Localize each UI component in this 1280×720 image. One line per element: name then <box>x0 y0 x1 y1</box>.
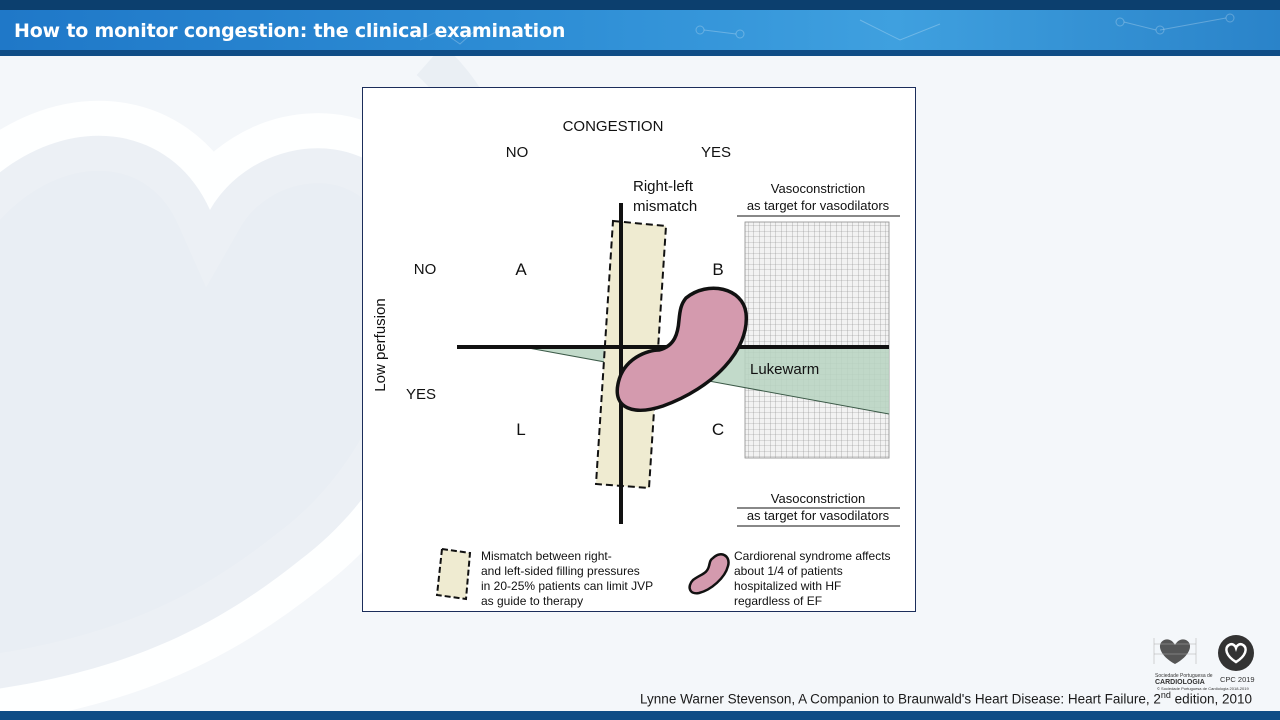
cardiorenal-kidney-shape <box>615 286 748 412</box>
spc-caption-line-2: CARDIOLOGIA <box>1155 679 1205 686</box>
spc-logo <box>1153 638 1197 664</box>
congestion-yes-label: YES <box>701 144 731 161</box>
clinical-profiles-diagram: CONGESTION NO YES Right-left mismatch Va… <box>372 118 900 608</box>
title-bar-top-strip <box>0 0 1280 10</box>
legend-cardiorenal-line-3: hospitalized with HF <box>734 579 841 593</box>
slide-title: How to monitor congestion: the clinical … <box>14 20 566 42</box>
cpc-caption: CPC 2019 <box>1220 675 1255 684</box>
legend-mismatch-line-1: Mismatch between right- <box>481 549 612 563</box>
title-bar-decoration <box>419 13 1235 45</box>
mismatch-title-line-2: mismatch <box>633 198 697 215</box>
citation-superscript: nd <box>1160 690 1171 700</box>
legend-mismatch-line-4: as guide to therapy <box>481 594 583 608</box>
quadrant-l-label: L <box>516 420 525 439</box>
spc-caption-line-1: Sociedade Portuguesa de <box>1155 673 1213 679</box>
congestion-label: CONGESTION <box>563 118 664 135</box>
bottom-bar <box>0 711 1280 720</box>
copyright-caption: © Sociedade Portuguesa de Cardiologia 20… <box>1157 686 1249 691</box>
perfusion-yes-label: YES <box>406 386 436 403</box>
title-bar: How to monitor congestion: the clinical … <box>0 0 1280 56</box>
quadrant-c-label: C <box>712 420 724 439</box>
legend-cardiorenal-line-1: Cardiorenal syndrome affects <box>734 549 891 563</box>
lukewarm-label: Lukewarm <box>750 361 819 378</box>
mismatch-title-line-1: Right-left <box>633 178 694 195</box>
vaso-bottom-line-2: as target for vasodilators <box>747 508 890 523</box>
legend-mismatch-line-2: and left-sided filling pressures <box>481 564 640 578</box>
perfusion-no-label: NO <box>414 261 437 278</box>
vasoconstriction-grid-region <box>744 221 890 459</box>
vaso-top-line-2: as target for vasodilators <box>747 198 890 213</box>
cpc-2019-logo <box>1218 635 1254 671</box>
citation-main: Lynne Warner Stevenson, A Companion to B… <box>640 691 1161 707</box>
quadrant-a-label: A <box>515 260 527 279</box>
citation-tail: edition, 2010 <box>1170 691 1252 707</box>
quadrant-b-label: B <box>712 260 723 279</box>
clinical-profiles-figure: CONGESTION NO YES Right-left mismatch Va… <box>362 87 916 612</box>
mismatch-region <box>594 219 668 490</box>
legend-mismatch-line-3: in 20-25% patients can limit JVP <box>481 579 653 593</box>
legend-mismatch-swatch <box>435 547 472 601</box>
vaso-top-line-1: Vasoconstriction <box>771 181 865 196</box>
congestion-no-label: NO <box>506 144 529 161</box>
title-bar-bottom-line <box>0 50 1280 56</box>
low-perfusion-label: Low perfusion <box>372 298 389 391</box>
citation: Lynne Warner Stevenson, A Companion to B… <box>640 690 1252 707</box>
vaso-bottom-line-1: Vasoconstriction <box>771 491 865 506</box>
legend-cardiorenal-line-2: about 1/4 of patients <box>734 564 843 578</box>
legend-cardiorenal-line-4: regardless of EF <box>734 594 822 608</box>
legend-kidney-swatch <box>688 553 730 595</box>
